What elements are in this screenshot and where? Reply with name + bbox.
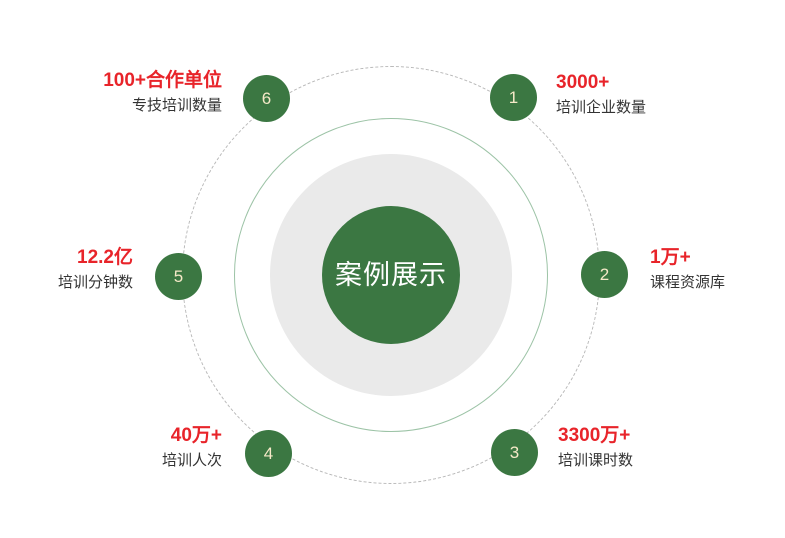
node-number-6: 6 (261, 89, 272, 108)
stat-block-6: 100+合作单位 专技培训数量 (62, 68, 222, 118)
stat-block-2: 1万+ 课程资源库 (650, 245, 725, 295)
stat-block-4: 40万+ 培训人次 (90, 423, 222, 473)
center-circle: 案例展示 (322, 206, 460, 344)
stat-block-5: 12.2亿 培训分钟数 (18, 245, 133, 295)
center-label: 案例展示 (335, 259, 447, 290)
node-circle-6[interactable]: 6 (243, 75, 290, 122)
stat-desc-2: 课程资源库 (650, 273, 726, 291)
stat-desc-1: 培训企业数量 (556, 98, 647, 116)
stat-desc-4: 培训人次 (161, 451, 222, 469)
node-number-3: 3 (509, 443, 520, 462)
node-circle-5[interactable]: 5 (155, 253, 202, 300)
node-circle-1[interactable]: 1 (490, 74, 537, 121)
stat-desc-6: 专技培训数量 (131, 96, 222, 114)
node-circle-2[interactable]: 2 (581, 251, 628, 298)
stat-value-6: 100+合作单位 (103, 70, 222, 91)
stat-value-2: 1万+ (650, 247, 691, 268)
stat-value-3: 3300万+ (558, 425, 631, 446)
stat-desc-5: 培训分钟数 (57, 273, 133, 291)
stat-block-1: 3000+ 培训企业数量 (556, 70, 646, 120)
outline-circle-ring (234, 118, 548, 432)
stat-value-5: 12.2亿 (77, 247, 133, 268)
stat-desc-3: 培训课时数 (558, 451, 634, 469)
node-number-5: 5 (173, 267, 184, 286)
stat-value-4: 40万+ (170, 425, 222, 446)
node-circle-3[interactable]: 3 (491, 429, 538, 476)
node-number-2: 2 (599, 265, 610, 284)
stat-block-3: 3300万+ 培训课时数 (558, 423, 633, 473)
node-number-4: 4 (263, 444, 274, 463)
node-circle-4[interactable]: 4 (245, 430, 292, 477)
stat-value-1: 3000+ (556, 72, 610, 93)
node-number-1: 1 (508, 88, 519, 107)
